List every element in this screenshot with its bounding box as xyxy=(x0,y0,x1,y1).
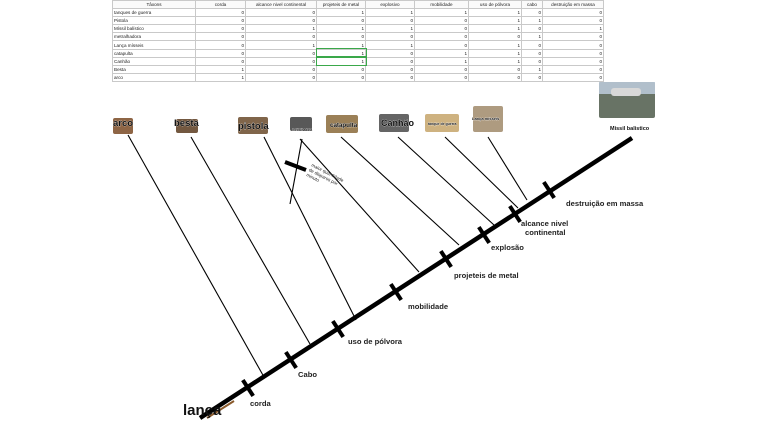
table-header-row: Tâxons corda alcance nivel continental p… xyxy=(112,0,604,10)
taxon-label: Lança mísseis xyxy=(472,116,500,121)
hatch-character-5 xyxy=(439,249,453,269)
branch-6 xyxy=(397,136,495,226)
taxon-label: Canhão xyxy=(381,118,415,128)
character-label-line: continental xyxy=(525,228,566,237)
branch-5 xyxy=(340,136,460,246)
hatch-character-8 xyxy=(542,180,556,200)
hatch-character-3 xyxy=(331,319,345,339)
missile-launcher-icon xyxy=(473,106,503,132)
taxon-label: besta xyxy=(174,118,200,129)
character-label-line: alcance nivel xyxy=(521,219,568,228)
character-label: corda xyxy=(250,399,271,408)
spear-shaft-icon xyxy=(206,400,235,419)
taxon-label: arco xyxy=(113,118,133,129)
taxon-label: tanque de guerra xyxy=(428,122,456,126)
root-label: lança xyxy=(183,402,222,419)
value-cell[interactable]: 0 xyxy=(542,72,604,82)
branch-1 xyxy=(127,134,265,378)
character-label: uso de pólvora xyxy=(348,337,403,346)
branch-7 xyxy=(444,136,519,209)
character-label: explosão xyxy=(491,243,524,252)
branch-metralhadora xyxy=(289,138,303,205)
hatch-character-6 xyxy=(477,225,491,245)
tank-icon xyxy=(425,114,459,132)
taxon-label: metralhadora xyxy=(292,128,312,132)
machine-gun-icon xyxy=(290,117,312,131)
hatch-character-2 xyxy=(284,350,298,370)
hatch-character-4 xyxy=(389,282,403,302)
character-label: mobilidade xyxy=(408,302,448,311)
missile-body-icon xyxy=(611,88,641,96)
branch-4 xyxy=(299,138,420,273)
catapult-icon xyxy=(326,115,358,133)
branch-3 xyxy=(263,136,357,321)
crossbow-icon xyxy=(176,119,198,133)
hatch-character-7 xyxy=(508,204,522,224)
character-matrix-table: Tâxons corda alcance nivel continental p… xyxy=(112,0,604,82)
main-trunk xyxy=(198,136,634,420)
taxon-label: Missil balistico xyxy=(610,126,650,132)
bow-icon xyxy=(113,118,133,134)
side-character-line: minuto xyxy=(306,172,321,183)
hatch-side-character xyxy=(284,160,307,172)
branch-8 xyxy=(487,136,528,201)
character-label: destruição em massa xyxy=(566,199,644,208)
character-label: projeteis de metal xyxy=(454,271,519,280)
pistol-icon xyxy=(238,117,268,134)
hatch-character-1 xyxy=(241,378,255,398)
cannon-icon xyxy=(379,114,409,132)
character-label: Cabo xyxy=(298,370,317,379)
branch-2 xyxy=(190,136,311,345)
taxon-label: catapulta xyxy=(330,122,358,129)
taxon-label: pistola xyxy=(238,121,269,132)
